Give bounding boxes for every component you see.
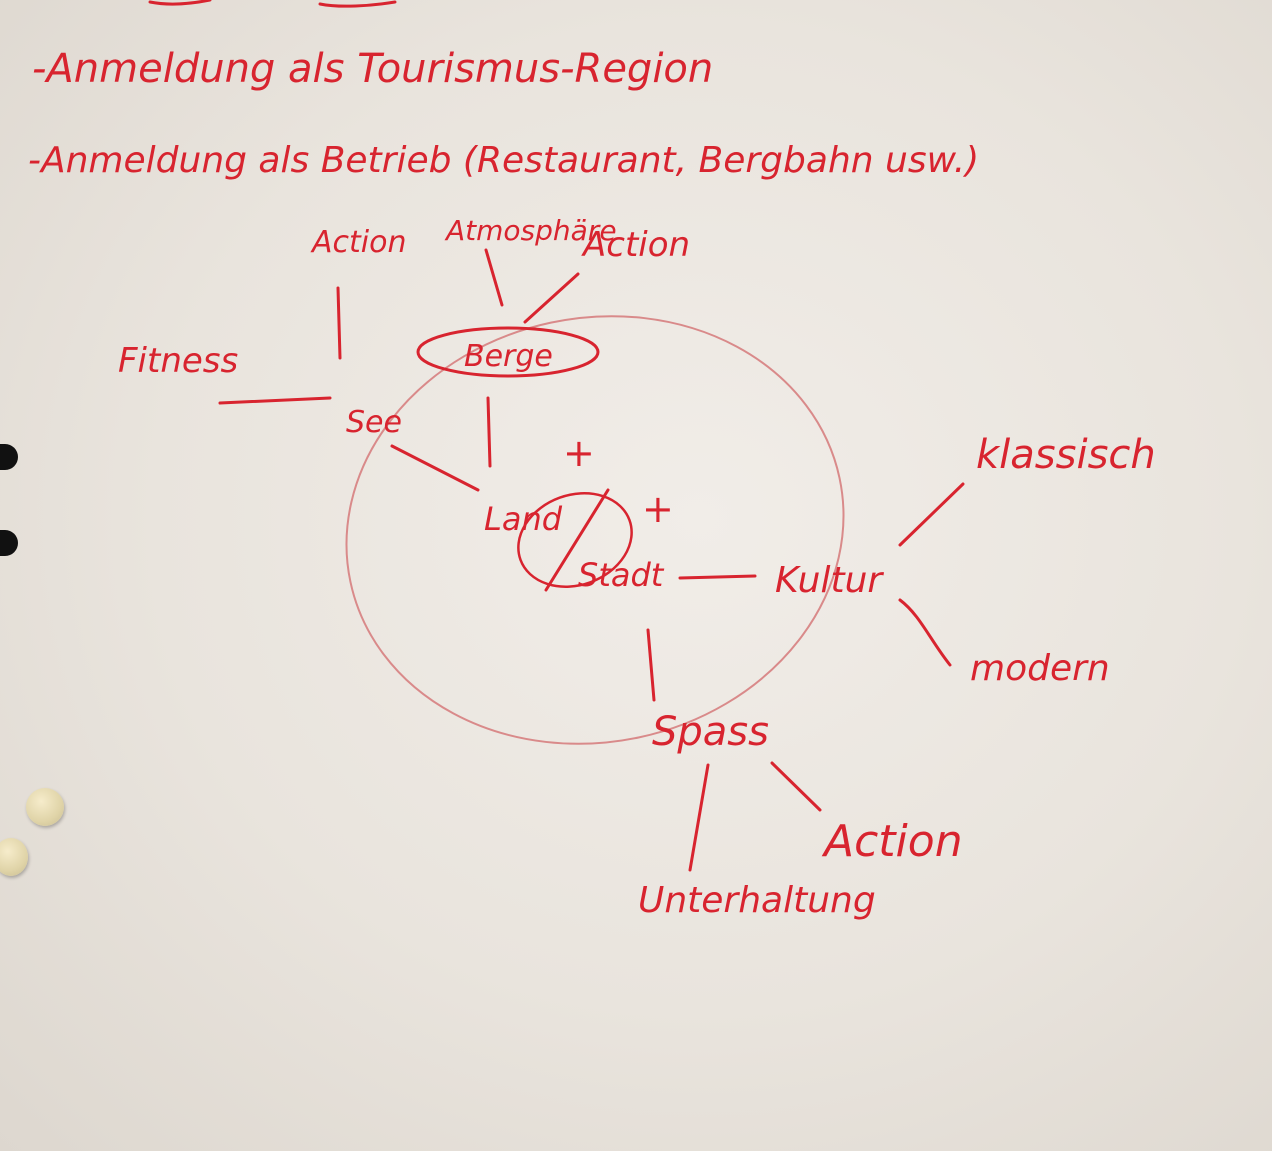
berge-circle: [416, 326, 600, 378]
line-see-land: [390, 444, 480, 492]
node-land: Land: [484, 500, 563, 538]
node-stadt: Stadt: [578, 556, 665, 594]
line-see-action: [336, 286, 342, 360]
node-unterhaltung: Unterhaltung: [638, 880, 876, 921]
line-stadt-spass: [646, 628, 656, 702]
round-magnet[interactable]: [26, 788, 64, 826]
node-see: See: [346, 405, 402, 440]
black-magnet: [0, 530, 18, 556]
note-business-registration: -Anmeldung als Betrieb (Restaurant, Berg…: [28, 140, 979, 181]
node-klassisch: klassisch: [976, 432, 1156, 478]
main-cluster-ellipse: [345, 315, 845, 745]
node-action-bottom: Action: [821, 816, 963, 867]
round-magnet[interactable]: [0, 838, 28, 876]
node-atmosphere: Atmosphäre: [444, 214, 617, 247]
line-berge-atmosphere: [484, 248, 504, 307]
stadt-circle: [517, 492, 633, 588]
line-stadt-kultur: [678, 574, 757, 580]
line-spass-action: [770, 761, 822, 812]
line-berge-land: [486, 396, 492, 468]
node-berge: Berge: [464, 339, 553, 374]
note-tourism-region: -Anmeldung als Tourismus-Region: [32, 46, 713, 92]
line-kultur-klassisch: [898, 482, 965, 547]
line-spass-unterhaltung: [688, 763, 710, 872]
plus-mark: +: [563, 431, 595, 475]
line-berge-action: [523, 272, 580, 324]
node-action-top: Action: [581, 225, 690, 265]
line-kultur-modern: [898, 598, 952, 667]
line-land-stadt: [544, 488, 610, 592]
node-action-left: Action: [310, 225, 406, 260]
cut-off-heading: [148, 0, 397, 8]
node-modern: modern: [970, 648, 1110, 689]
node-kultur: Kultur: [775, 560, 884, 601]
black-magnet: [0, 444, 18, 470]
plus-mark: +: [642, 487, 674, 531]
node-spass: Spass: [652, 709, 769, 755]
node-fitness: Fitness: [118, 341, 238, 381]
line-see-fitness: [218, 396, 332, 405]
